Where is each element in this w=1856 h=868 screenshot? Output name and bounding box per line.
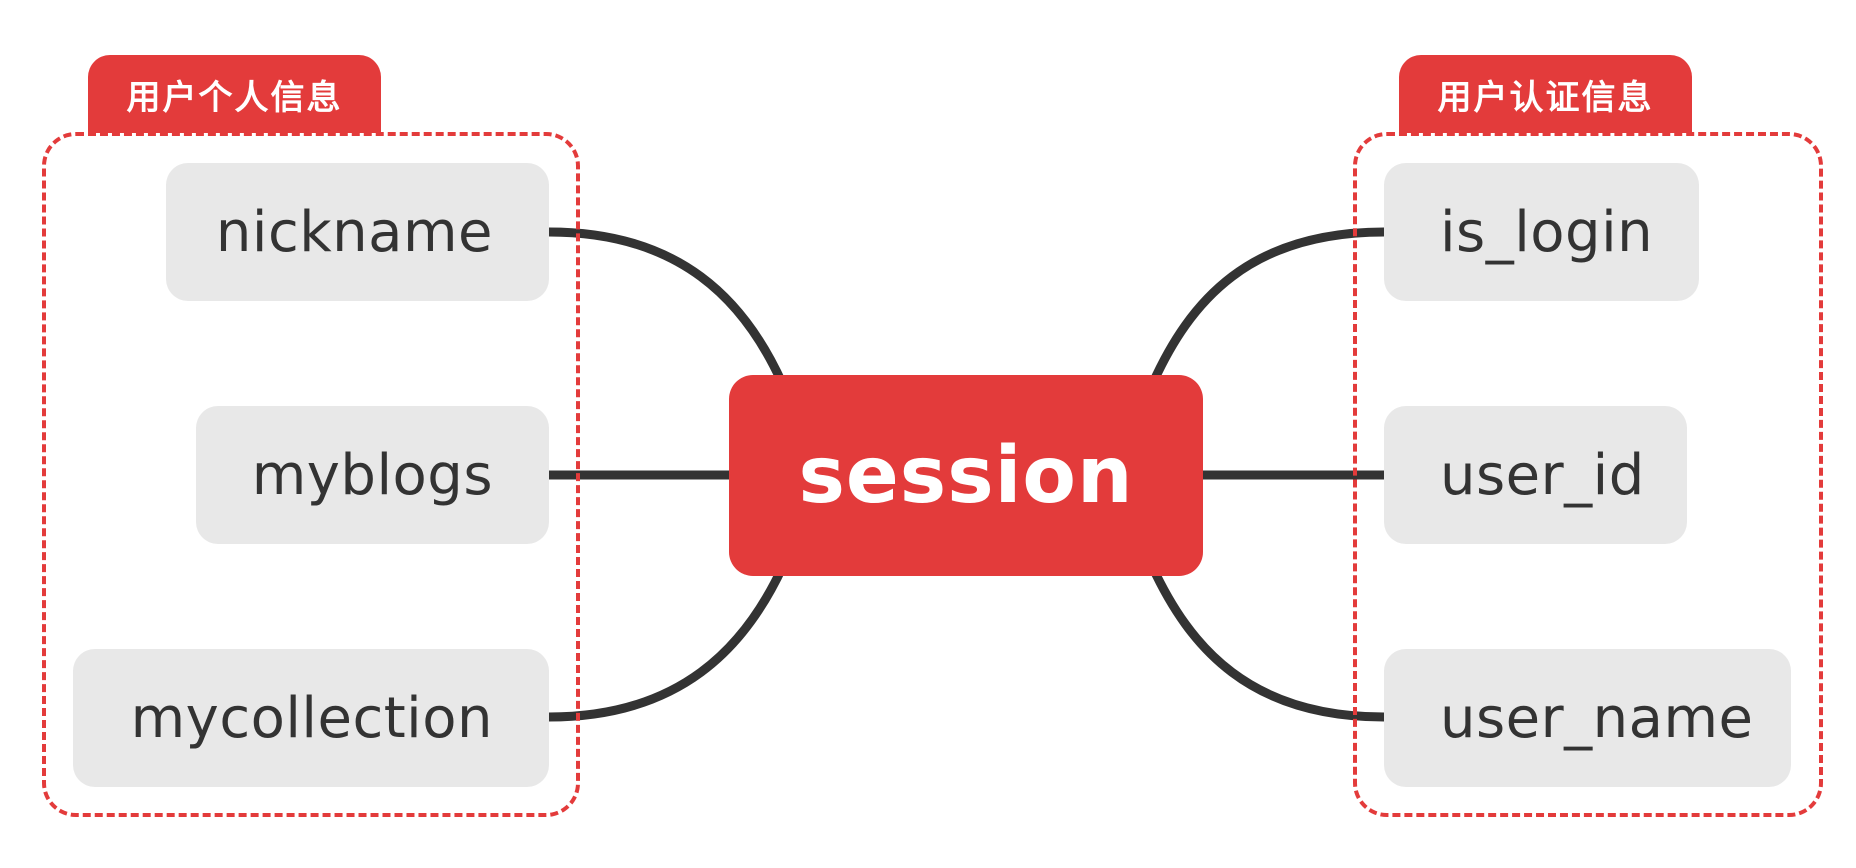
group-box-personal [42, 132, 580, 817]
group-box-auth [1353, 132, 1823, 817]
connector-user-name [1147, 564, 1385, 722]
connector-nickname [548, 227, 788, 387]
node-user-id[interactable]: user_id [1384, 406, 1687, 544]
node-is-login[interactable]: is_login [1384, 163, 1699, 301]
node-myblogs[interactable]: myblogs [196, 406, 549, 544]
group-tag-auth: 用户认证信息 [1399, 55, 1692, 133]
node-nickname[interactable]: nickname [166, 163, 549, 301]
central-node-session[interactable]: session [729, 375, 1203, 576]
connector-is-login [1147, 227, 1385, 387]
node-mycollection[interactable]: mycollection [73, 649, 549, 787]
connector-mycollection [548, 564, 788, 722]
group-tag-personal: 用户个人信息 [88, 55, 381, 133]
node-user-name[interactable]: user_name [1384, 649, 1791, 787]
